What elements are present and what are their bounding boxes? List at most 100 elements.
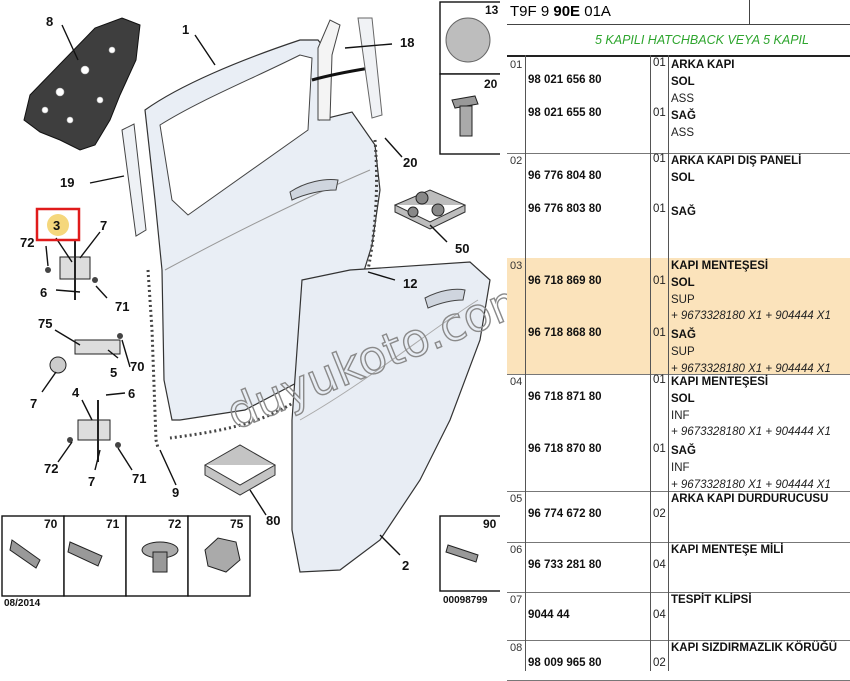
parts-table: T9F 9 90E 01A 5 KAPILI HATCHBACK VEYA 5 … — [507, 0, 850, 681]
quantity: 01 — [653, 327, 666, 339]
upper-hinge[interactable] — [45, 240, 98, 300]
row-ref: 03 — [510, 260, 523, 272]
svg-text:75: 75 — [230, 517, 244, 531]
description-line: KAPI MENTEŞESİ — [671, 260, 769, 272]
description-line: KAPI MENTEŞESİ — [671, 376, 769, 388]
part-number[interactable]: 98 021 656 80 — [528, 74, 602, 86]
description-line: SOL — [671, 393, 695, 405]
description-line: ARKA KAPI — [671, 59, 735, 71]
description-line: + 9673328180 X1 + 904444 X1 — [671, 363, 831, 375]
description-line: ARKA KAPI DIŞ PANELİ — [671, 155, 802, 167]
quantity: 01 — [653, 57, 666, 69]
callout-8: 7 — [30, 396, 37, 411]
selected-part-3-box[interactable] — [35, 207, 81, 242]
description-line: ARKA KAPI DURDURUCUSU — [671, 493, 829, 505]
fastener-box-70[interactable]: 70 — [1, 515, 65, 597]
row-ref: 04 — [510, 376, 523, 388]
description-line: SUP — [671, 294, 695, 306]
description-line: INF — [671, 410, 690, 422]
description-line: SOL — [671, 172, 695, 184]
svg-text:71: 71 — [106, 517, 120, 531]
quantity: 01 — [653, 374, 666, 386]
clip-kit-50[interactable] — [393, 189, 467, 230]
table-row[interactable]: 02 96 776 804 80 01 ARKA KAPI DIŞ PANELİ SOL… — [507, 153, 850, 259]
callout-7-upper: 7 — [100, 218, 107, 233]
clip-kit-80[interactable] — [203, 444, 277, 496]
pillar-trim[interactable] — [121, 123, 147, 237]
description-line: KAPI SIZDIRMAZLIK KÖRÜĞÜ — [671, 642, 838, 654]
door-seal-strip[interactable] — [169, 139, 379, 440]
callout-6: 6 — [40, 285, 47, 300]
fastener-box-71[interactable]: 71 — [63, 515, 127, 597]
part-number[interactable]: 96 718 871 80 — [528, 391, 602, 403]
callout-12: 12 — [403, 276, 417, 291]
fastener-box-90[interactable]: 90 — [439, 515, 500, 592]
description-line: SAĞ — [671, 329, 696, 341]
description-line: ASS — [671, 93, 695, 105]
callout-labels: 8 1 18 19 20 3 7 72 50 12 6 71 75 70 5 7… — [20, 14, 469, 573]
table-row[interactable]: 03 96 718 869 80 01 KAPI MENTEŞESİ SOL SUP + 9… — [507, 258, 850, 375]
table-row[interactable]: 08 98 009 965 80 02 KAPI SIZDIRMAZLIK KÖRÜĞ… — [507, 640, 850, 681]
callout-7-lower: 7 — [88, 474, 95, 489]
quantity: 01 — [653, 203, 666, 215]
quantity: 04 — [653, 609, 666, 621]
svg-text:90: 90 — [483, 517, 497, 531]
part-number[interactable]: 96 718 870 80 — [528, 443, 602, 455]
callout-75: 75 — [38, 316, 52, 331]
svg-text:13: 13 — [485, 3, 499, 17]
outer-door-panel[interactable] — [291, 261, 491, 573]
description-line: ASS — [671, 127, 695, 139]
row-ref: 06 — [510, 544, 523, 556]
quantity: 02 — [653, 657, 666, 669]
fastener-box-72[interactable]: 72 — [125, 515, 189, 597]
door-frame-seal[interactable] — [317, 19, 341, 121]
table-title: 5 KAPILI HATCHBACK VEYA 5 KAPIL — [507, 24, 850, 57]
footer-date: 08/2014 — [4, 598, 41, 609]
callout-18: 18 — [400, 35, 414, 50]
part-number[interactable]: 98 009 965 80 — [528, 657, 602, 669]
callout-50: 50 — [455, 241, 469, 256]
callout-19: 19 — [60, 175, 74, 190]
row-ref: 08 — [510, 642, 523, 654]
part-number[interactable]: 96 774 672 80 — [528, 508, 602, 520]
thumb-box-20[interactable]: 20 — [439, 73, 500, 155]
table-header: T9F 9 90E 01A — [507, 0, 850, 25]
part-number[interactable]: 96 733 281 80 — [528, 559, 602, 571]
lower-hinge[interactable] — [67, 400, 121, 462]
row-ref: 02 — [510, 155, 523, 167]
svg-text:70: 70 — [44, 517, 58, 531]
quantity: 01 — [653, 443, 666, 455]
callout-1: 1 — [182, 22, 189, 37]
description-line: SAĞ — [671, 206, 696, 218]
callout-9: 8 — [46, 14, 53, 29]
part-number[interactable]: 98 021 655 80 — [528, 107, 602, 119]
callout-71-lower: 71 — [132, 471, 146, 486]
callout-4: 4 — [72, 385, 80, 400]
fastener-box-75[interactable]: 75 — [187, 515, 251, 597]
callout-6-lower: 6 — [128, 386, 135, 401]
part-number[interactable]: 9044 44 — [528, 609, 570, 621]
part-number[interactable]: 96 776 804 80 — [528, 170, 602, 182]
description-line: SOL — [671, 277, 695, 289]
quantity: 01 — [653, 275, 666, 287]
exploded-parts-diagram: 8 1 18 19 20 3 7 72 50 12 6 71 75 70 5 7… — [1, 1, 500, 609]
row-ref: 05 — [510, 493, 523, 505]
thumb-box-13[interactable]: 13 — [439, 1, 500, 75]
description-line: KAPI MENTEŞE MİLİ — [671, 544, 784, 556]
svg-text:20: 20 — [484, 77, 498, 91]
description-line: SAĞ — [671, 445, 696, 457]
callout-71-upper: 71 — [115, 299, 129, 314]
part-number[interactable]: 96 718 869 80 — [528, 275, 602, 287]
callout-11: 9 — [172, 485, 179, 500]
description-line: INF — [671, 462, 690, 474]
description-line: + 9673328180 X1 + 904444 X1 — [671, 310, 831, 322]
row-ref: 07 — [510, 594, 523, 606]
part-number[interactable]: 96 776 803 80 — [528, 203, 602, 215]
callout-70: 70 — [130, 359, 144, 374]
part-number[interactable]: 96 718 868 80 — [528, 327, 602, 339]
